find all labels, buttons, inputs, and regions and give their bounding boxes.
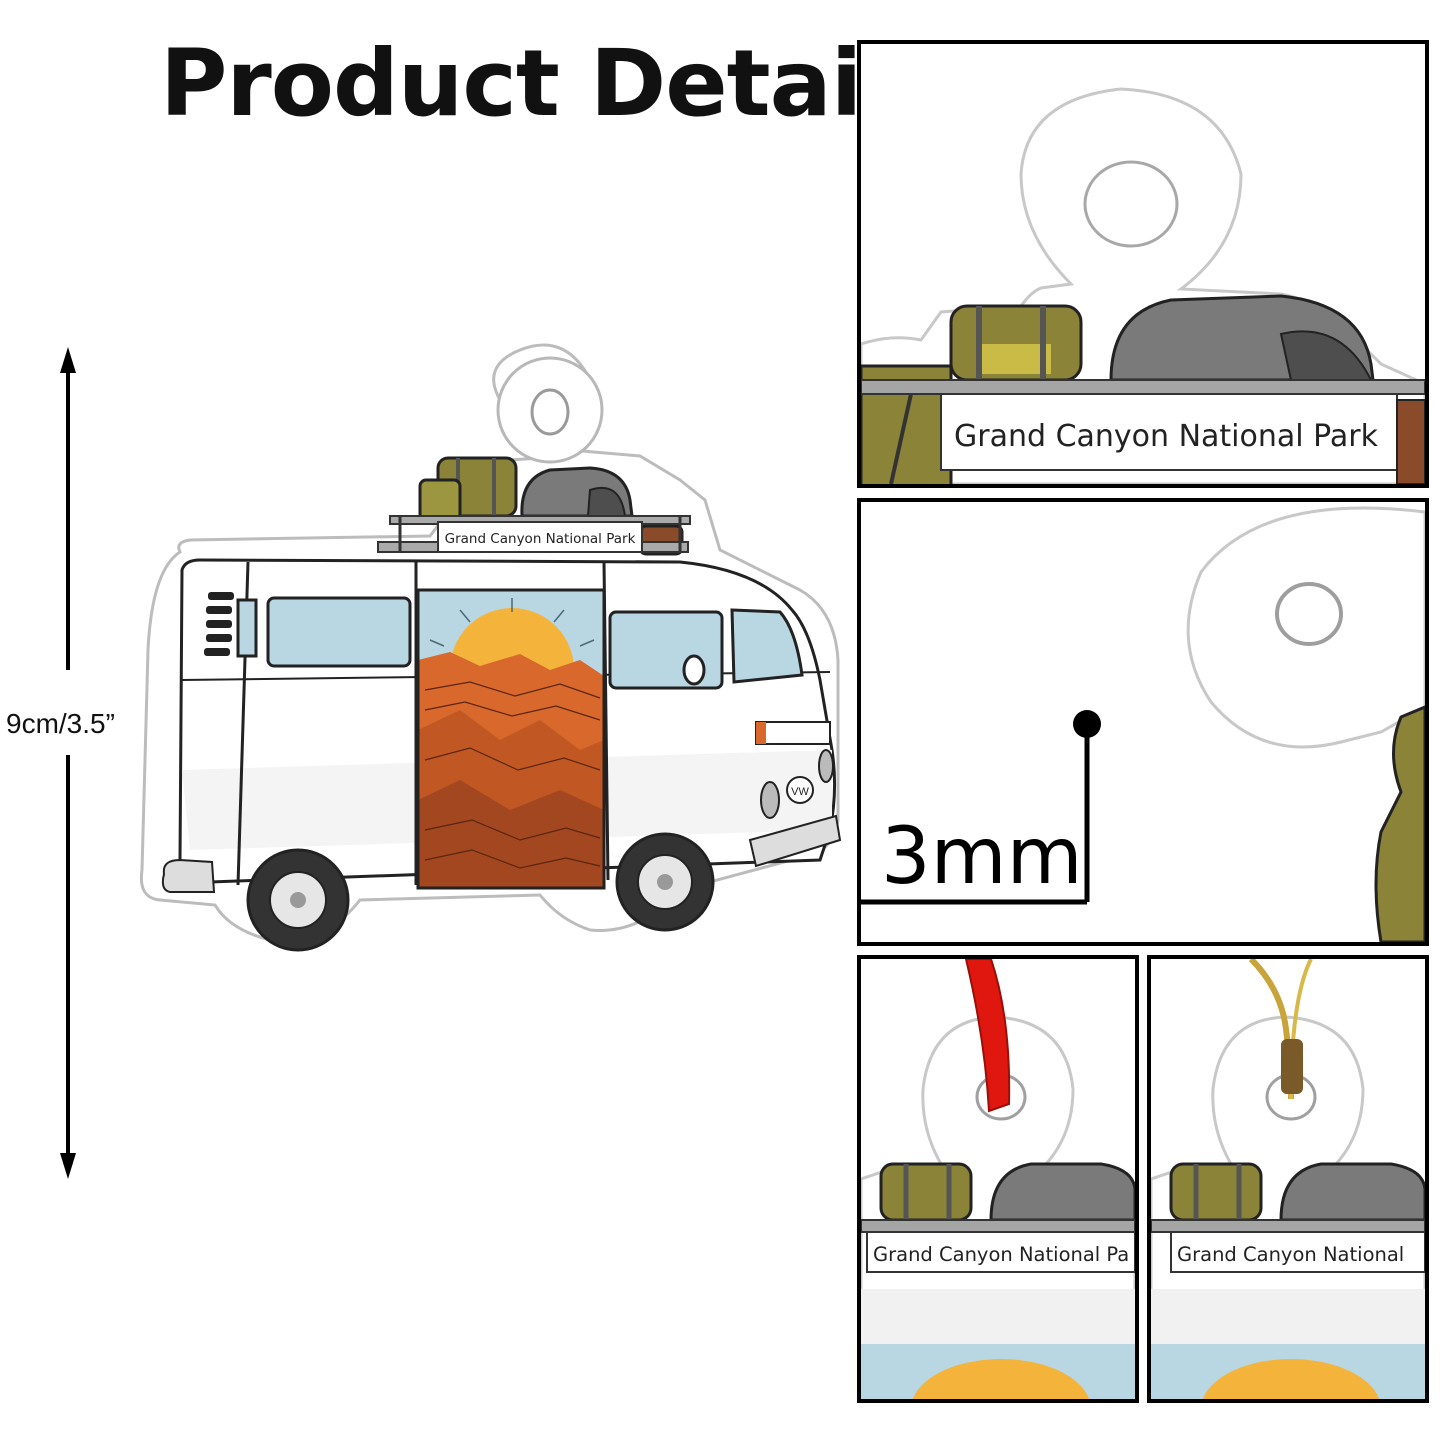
rear-vents xyxy=(204,592,234,656)
canyon-door-art xyxy=(416,588,606,890)
detail-panel-gold-string: Grand Canyon National xyxy=(1147,955,1429,1403)
height-dimension-arrow xyxy=(60,347,76,1179)
sign-closeup-text: Grand Canyon National Park xyxy=(954,419,1379,454)
rear-wheel xyxy=(246,848,350,952)
detail-panel-sign: Grand Canyon National Park xyxy=(857,40,1429,488)
height-label: 9cm/3.5” xyxy=(6,708,115,739)
detail-panel-ribbon: Grand Canyon National Pa xyxy=(857,955,1139,1403)
front-wheel xyxy=(615,832,715,932)
van-ornament: Grand Canyon National Park xyxy=(139,343,842,952)
hole-ring-icon xyxy=(496,356,604,464)
ribbon-sign-text: Grand Canyon National Pa xyxy=(873,1243,1129,1266)
roof-sign-text: Grand Canyon National Park xyxy=(445,531,636,547)
arrow-down-icon xyxy=(60,1153,76,1179)
thickness-label: 3mm xyxy=(881,812,1083,902)
vw-badge xyxy=(786,776,814,804)
vw-badge-text: VW xyxy=(791,786,809,798)
gold-string-sign-text: Grand Canyon National xyxy=(1177,1243,1404,1266)
arrow-up-icon xyxy=(60,347,76,373)
page-title: Product Detail xyxy=(160,30,893,137)
detail-panel-thickness: 3mm xyxy=(857,498,1429,946)
red-ribbon xyxy=(964,959,1011,1113)
